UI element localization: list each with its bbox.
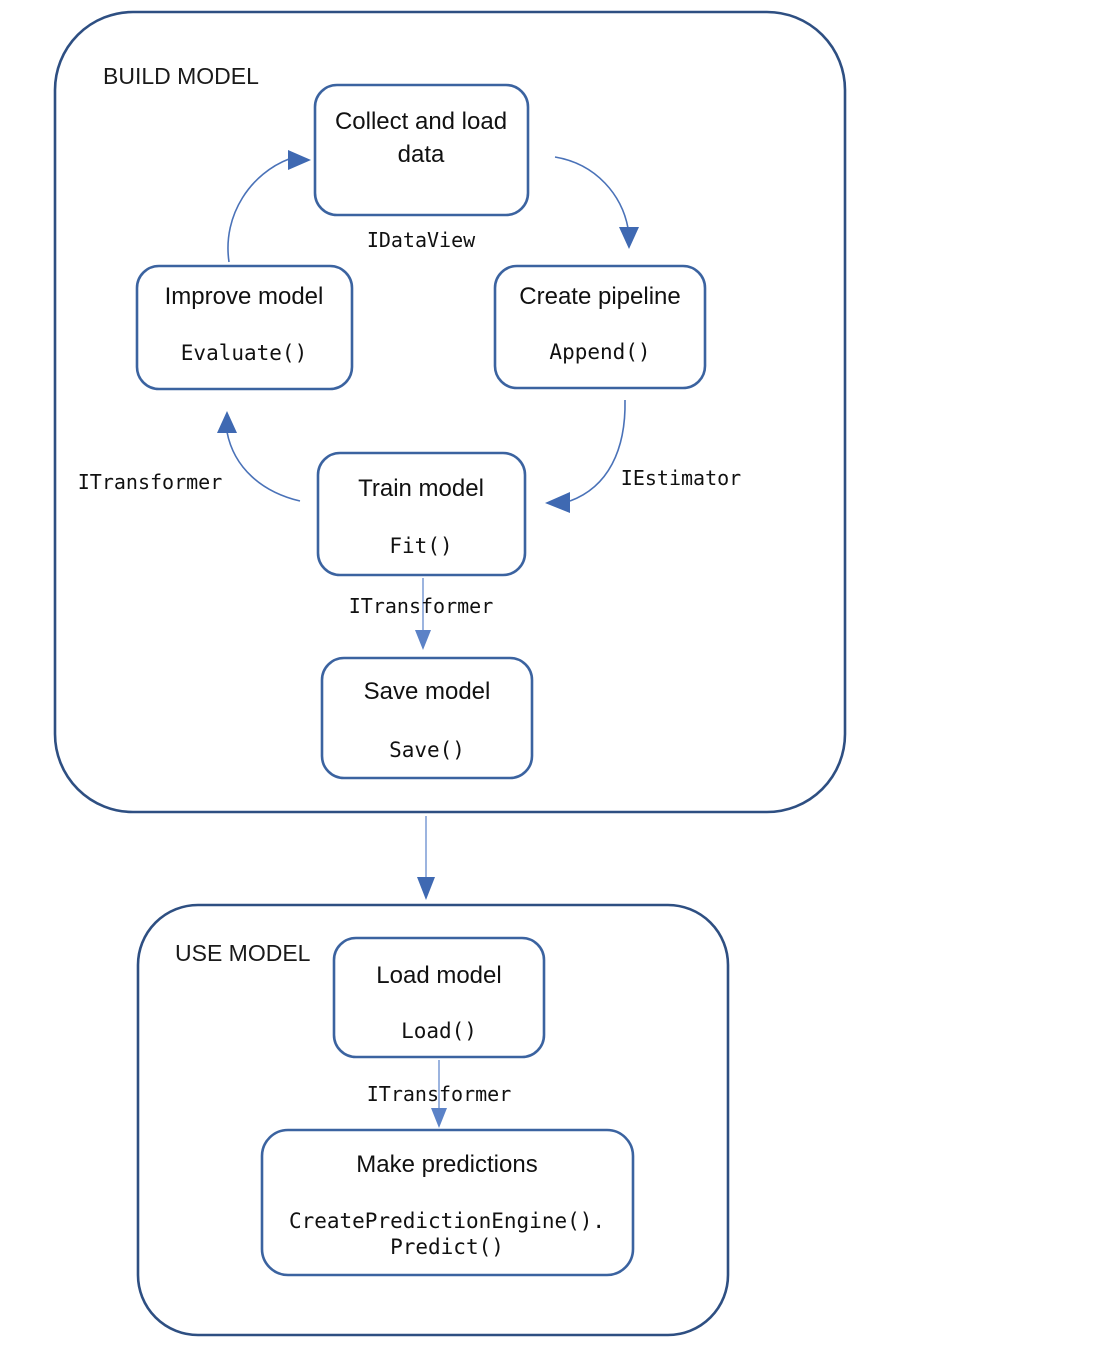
edge-build-to-use [417, 816, 435, 900]
build-model-label: BUILD MODEL [103, 63, 259, 89]
node-improve-code: Evaluate() [181, 341, 307, 365]
node-make-predictions[interactable] [260, 1128, 635, 1277]
node-save-code: Save() [389, 738, 465, 762]
node-load-title: Load model [376, 962, 501, 989]
node-train-title: Train model [358, 475, 484, 502]
edge-label-itransformer-improve: ITransformer [78, 470, 223, 494]
edge-train-to-save-arrowhead [415, 630, 431, 650]
edge-train-to-improve [217, 411, 301, 502]
edge-improve-to-collect-arrowhead [288, 150, 311, 170]
edge-improve-to-collect [227, 150, 311, 263]
edge-improve-to-collect-line [227, 158, 290, 263]
node-improve-model[interactable] [135, 264, 354, 391]
node-collect-title-line2: data [398, 141, 445, 168]
use-model-label: USE MODEL [175, 940, 311, 966]
node-predict-code: CreatePredictionEngine(). [289, 1209, 605, 1233]
edge-train-to-improve-arrowhead [217, 411, 237, 433]
edge-collect-to-pipeline [554, 156, 639, 249]
edge-label-iestimator: IEstimator [621, 466, 741, 490]
node-pipeline-code: Append() [549, 340, 650, 364]
edge-build-to-use-arrowhead [417, 877, 435, 900]
build-model-container [53, 10, 847, 814]
node-train-model[interactable] [316, 451, 527, 577]
edge-label-idataview: IDataView [367, 228, 476, 252]
node-train-code: Fit() [389, 534, 452, 558]
edge-pipeline-to-train [545, 399, 626, 513]
edge-collect-to-pipeline-line [554, 156, 629, 229]
node-load-model[interactable] [332, 936, 546, 1059]
edge-collect-to-pipeline-arrowhead [619, 227, 639, 249]
edge-pipeline-to-train-arrowhead [545, 492, 570, 513]
node-save-title: Save model [364, 678, 491, 705]
edge-train-to-improve-line [226, 431, 301, 502]
node-predict-title: Make predictions [356, 1151, 537, 1178]
node-save-model[interactable] [320, 656, 534, 780]
node-create-pipeline[interactable] [493, 264, 707, 390]
node-load-code: Load() [401, 1019, 477, 1043]
edge-pipeline-to-train-line [569, 399, 626, 502]
node-collect-title: Collect and load [335, 108, 507, 135]
node-improve-title: Improve model [165, 283, 324, 310]
node-predict-code-line2: Predict() [390, 1235, 504, 1259]
edge-load-to-predict-arrowhead [431, 1108, 447, 1128]
edge-label-itransformer-save: ITransformer [349, 594, 494, 618]
node-pipeline-title: Create pipeline [519, 283, 680, 310]
node-collect-and-load-data[interactable] [313, 83, 530, 217]
use-model-container [136, 903, 730, 1337]
edge-train-to-save [415, 578, 431, 650]
edge-load-to-predict [431, 1060, 447, 1128]
edge-label-itransformer-predict: ITransformer [367, 1082, 512, 1106]
